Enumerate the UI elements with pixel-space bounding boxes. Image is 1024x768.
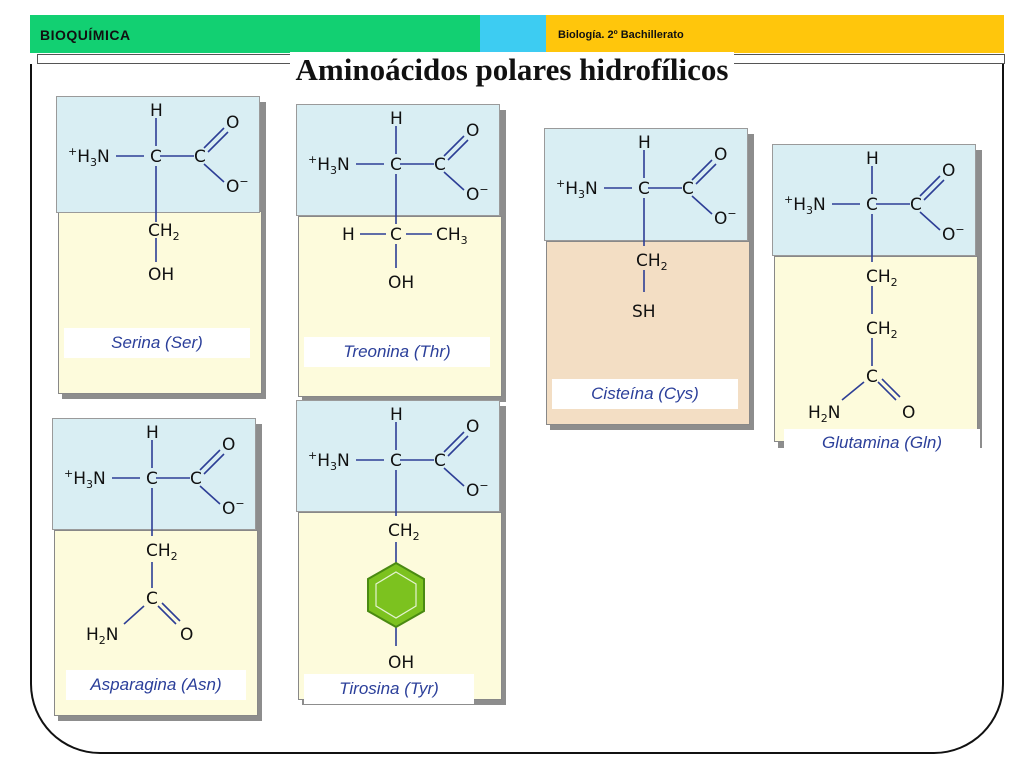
svg-text:O−: O− [222, 497, 245, 519]
svg-text:O−: O− [942, 223, 965, 245]
card-serina: +H3N H C C O O− CH2 OH Serina (Ser) [56, 96, 266, 399]
backbone-panel [772, 144, 976, 256]
slide-title: Aminoácidos polares hidrofílicos [0, 52, 1024, 88]
card-glutamina: +H3N H C C O O− CH2 CH2 C H2N O Glutamin… [772, 144, 984, 457]
svg-text:+H3N: +H3N [784, 193, 826, 217]
svg-text:OH: OH [388, 273, 414, 293]
svg-text:CH2: CH2 [388, 521, 420, 543]
svg-text:O: O [466, 417, 479, 437]
label-serina: Serina (Ser) [64, 328, 250, 358]
tirosina-structure: +H3N H C C O O− CH2 OH [308, 405, 489, 673]
side-chain-panel [58, 211, 262, 394]
svg-text:O−: O− [466, 479, 489, 501]
svg-text:O: O [180, 625, 193, 645]
svg-text:C: C [390, 225, 402, 245]
svg-text:H: H [638, 133, 651, 153]
svg-text:H: H [866, 149, 879, 169]
svg-text:+H3N: +H3N [308, 153, 350, 177]
side-chain-panel [774, 256, 978, 442]
svg-text:H: H [150, 101, 163, 121]
svg-text:O: O [466, 121, 479, 141]
svg-text:+H3N: +H3N [556, 177, 598, 201]
svg-text:C: C [146, 589, 158, 609]
slide-frame [30, 64, 1004, 754]
svg-text:O: O [714, 145, 727, 165]
card-asparagina: +H3N H C C O O− CH2 C H2N O Asparagina (… [52, 418, 262, 721]
svg-text:O: O [902, 403, 915, 423]
svg-text:CH2: CH2 [866, 319, 898, 341]
card-tirosina: +H3N H C C O O− CH2 OH Tirosina (Tyr) [296, 400, 506, 705]
svg-text:CH2: CH2 [866, 267, 898, 289]
card-cisteina: +H3N H C C O O− CH2 SH Cisteína (Cys) [544, 128, 754, 430]
svg-text:H: H [146, 423, 159, 443]
svg-text:H2N: H2N [86, 625, 119, 647]
svg-text:C: C [194, 147, 206, 167]
header-accent-segment [480, 15, 546, 53]
svg-text:C: C [434, 451, 446, 471]
cisteina-structure: +H3N H C C O O− CH2 SH [556, 133, 737, 322]
svg-text:H: H [390, 109, 403, 129]
svg-text:CH2: CH2 [636, 251, 668, 273]
svg-text:O−: O− [466, 183, 489, 205]
subject-title: BIOQUÍMICA [40, 27, 131, 43]
svg-text:CH2: CH2 [148, 221, 180, 243]
svg-text:+H3N: +H3N [68, 145, 110, 169]
backbone-panel [52, 418, 256, 530]
svg-text:C: C [866, 195, 878, 215]
svg-text:C: C [150, 147, 162, 167]
svg-text:O: O [222, 435, 235, 455]
svg-text:C: C [146, 469, 158, 489]
svg-text:C: C [682, 179, 694, 199]
svg-text:+H3N: +H3N [308, 449, 350, 473]
svg-text:C: C [390, 155, 402, 175]
svg-text:H: H [390, 405, 403, 425]
course-title: Biología. 2º Bachillerato [558, 29, 684, 41]
benzene-ring-icon [367, 561, 425, 629]
treonina-structure: +H3N H C C O O− H C CH3 OH [308, 109, 489, 293]
card-treonina: +H3N H C C O O− H C CH3 OH Treonina (Thr… [296, 104, 506, 402]
svg-text:OH: OH [148, 265, 174, 285]
svg-text:C: C [190, 469, 202, 489]
header-bar: BIOQUÍMICA Biología. 2º Bachillerato [30, 15, 1004, 53]
asparagina-structure: +H3N H C C O O− CH2 C H2N O [64, 423, 245, 647]
header-subject-segment: BIOQUÍMICA [30, 15, 480, 53]
backbone-panel [56, 96, 260, 213]
svg-text:CH2: CH2 [146, 541, 178, 563]
backbone-panel [296, 400, 500, 512]
svg-text:SH: SH [632, 302, 656, 322]
backbone-panel [296, 104, 500, 216]
label-tirosina: Tirosina (Tyr) [304, 674, 474, 704]
svg-text:CH3: CH3 [436, 225, 468, 247]
label-cisteina: Cisteína (Cys) [552, 379, 738, 409]
slide-title-text: Aminoácidos polares hidrofílicos [289, 52, 735, 87]
svg-text:C: C [390, 451, 402, 471]
svg-text:+H3N: +H3N [64, 467, 106, 491]
svg-text:O−: O− [714, 207, 737, 229]
svg-text:O: O [226, 113, 239, 133]
svg-text:C: C [434, 155, 446, 175]
svg-text:H2N: H2N [808, 403, 841, 425]
svg-text:OH: OH [388, 653, 414, 673]
label-glutamina: Glutamina (Gln) [784, 429, 980, 457]
svg-text:O−: O− [226, 175, 249, 197]
svg-text:H: H [342, 225, 355, 245]
label-asparagina: Asparagina (Asn) [66, 670, 246, 700]
serina-structure: +H3N H C C O O− CH2 OH [68, 101, 249, 285]
label-treonina: Treonina (Thr) [304, 337, 490, 367]
header-course-segment: Biología. 2º Bachillerato [546, 15, 1004, 53]
svg-text:C: C [638, 179, 650, 199]
svg-text:O: O [942, 161, 955, 181]
backbone-panel [544, 128, 748, 241]
glutamina-structure: +H3N H C C O O− CH2 CH2 C H2N O [784, 149, 965, 425]
svg-text:C: C [910, 195, 922, 215]
svg-text:C: C [866, 367, 878, 387]
